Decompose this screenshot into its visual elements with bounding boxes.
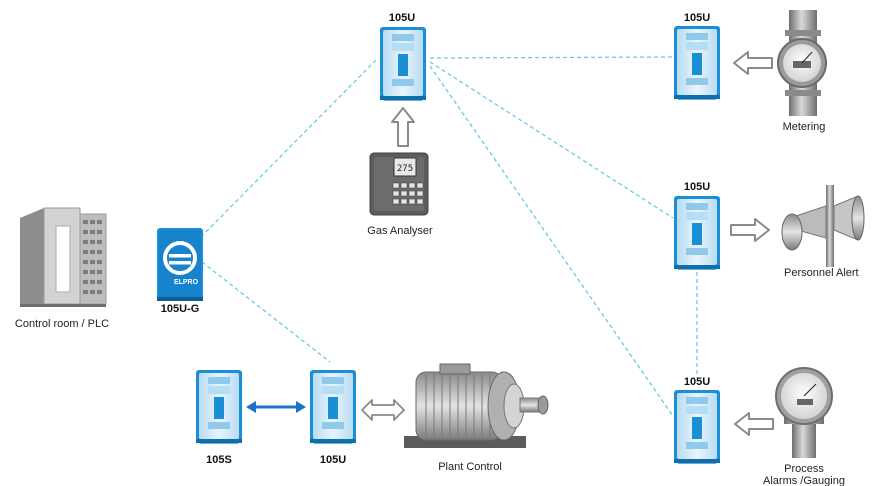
right-arrow-icon: [730, 218, 770, 242]
gas-analyser-icon: 275: [369, 152, 429, 216]
gateway-module-icon[interactable]: [157, 228, 203, 301]
top-center-module-icon[interactable]: [380, 27, 426, 101]
process-label-line2: Alarms /Gauging: [763, 475, 845, 486]
left-arrow-icon: [733, 51, 773, 75]
meter-icon: [777, 10, 827, 116]
top-right-module-icon[interactable]: [674, 26, 720, 100]
bottom-left-module-icon[interactable]: [196, 370, 242, 444]
plant-control-label: Plant Control: [438, 461, 502, 473]
mid-right-module-label: 105U: [684, 181, 710, 193]
wireless-links: [195, 56, 698, 417]
bottom-right-module-label: 105U: [684, 376, 710, 388]
pressure-gauge-icon: [775, 367, 833, 458]
gateway-label: 105U-G: [161, 303, 200, 315]
top-center-module-label: 105U: [389, 12, 415, 24]
bottom-mid-module-label: 105U: [320, 454, 346, 466]
gateway-brand-text: ELPRO: [174, 279, 199, 286]
left-arrow-icon-2: [734, 412, 774, 436]
plc-cabinet-icon: [20, 207, 107, 307]
bidirectional-link-icon: [246, 401, 306, 413]
mid-right-module-icon[interactable]: [674, 196, 720, 270]
process-label-line1: Process: [784, 463, 824, 475]
top-right-module-label: 105U: [684, 12, 710, 24]
bottom-right-module-icon[interactable]: [674, 390, 720, 464]
gas-analyser-label: Gas Analyser: [367, 225, 433, 237]
control-room-label: Control room / PLC: [15, 318, 109, 330]
double-arrow-icon: [361, 399, 405, 421]
bottom-mid-module-icon[interactable]: [310, 370, 356, 444]
personnel-alert-label: Personnel Alert: [784, 267, 859, 279]
siren-horn-icon: [781, 185, 865, 267]
bottom-left-module-label: 105S: [206, 454, 232, 466]
motor-icon: [404, 363, 549, 448]
metering-label: Metering: [783, 121, 826, 133]
up-arrow-icon: [391, 107, 415, 147]
analyser-display: 275: [397, 164, 413, 174]
